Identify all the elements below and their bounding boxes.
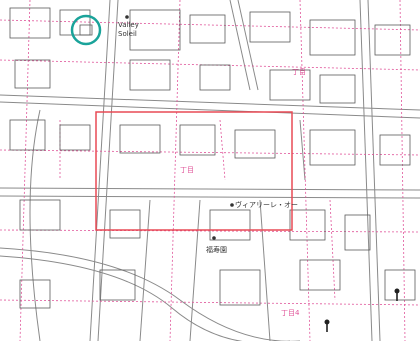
location-marker: [70, 14, 102, 46]
poi-dot-icon: [125, 15, 129, 19]
marked-building: [79, 24, 93, 36]
map-pin-icon: [324, 319, 330, 332]
poi-label-fukujuen: 福寿園: [206, 246, 227, 254]
district-label-2: 丁目: [180, 166, 194, 174]
highlight-area: [95, 111, 293, 231]
poi-label-valley-line2: Soleil: [118, 30, 137, 38]
poi-label-villa: ヴィアリーレ・オー: [235, 201, 298, 209]
poi-label-valley-line1: Valley: [118, 21, 139, 29]
map-pin-icon: [394, 288, 400, 301]
poi-dot-icon: [230, 203, 234, 207]
district-label-3: 丁目4: [281, 309, 300, 317]
building-footprints: [9, 7, 416, 309]
poi-dot-icon: [212, 236, 216, 240]
district-label-1: 丁目: [292, 68, 306, 76]
